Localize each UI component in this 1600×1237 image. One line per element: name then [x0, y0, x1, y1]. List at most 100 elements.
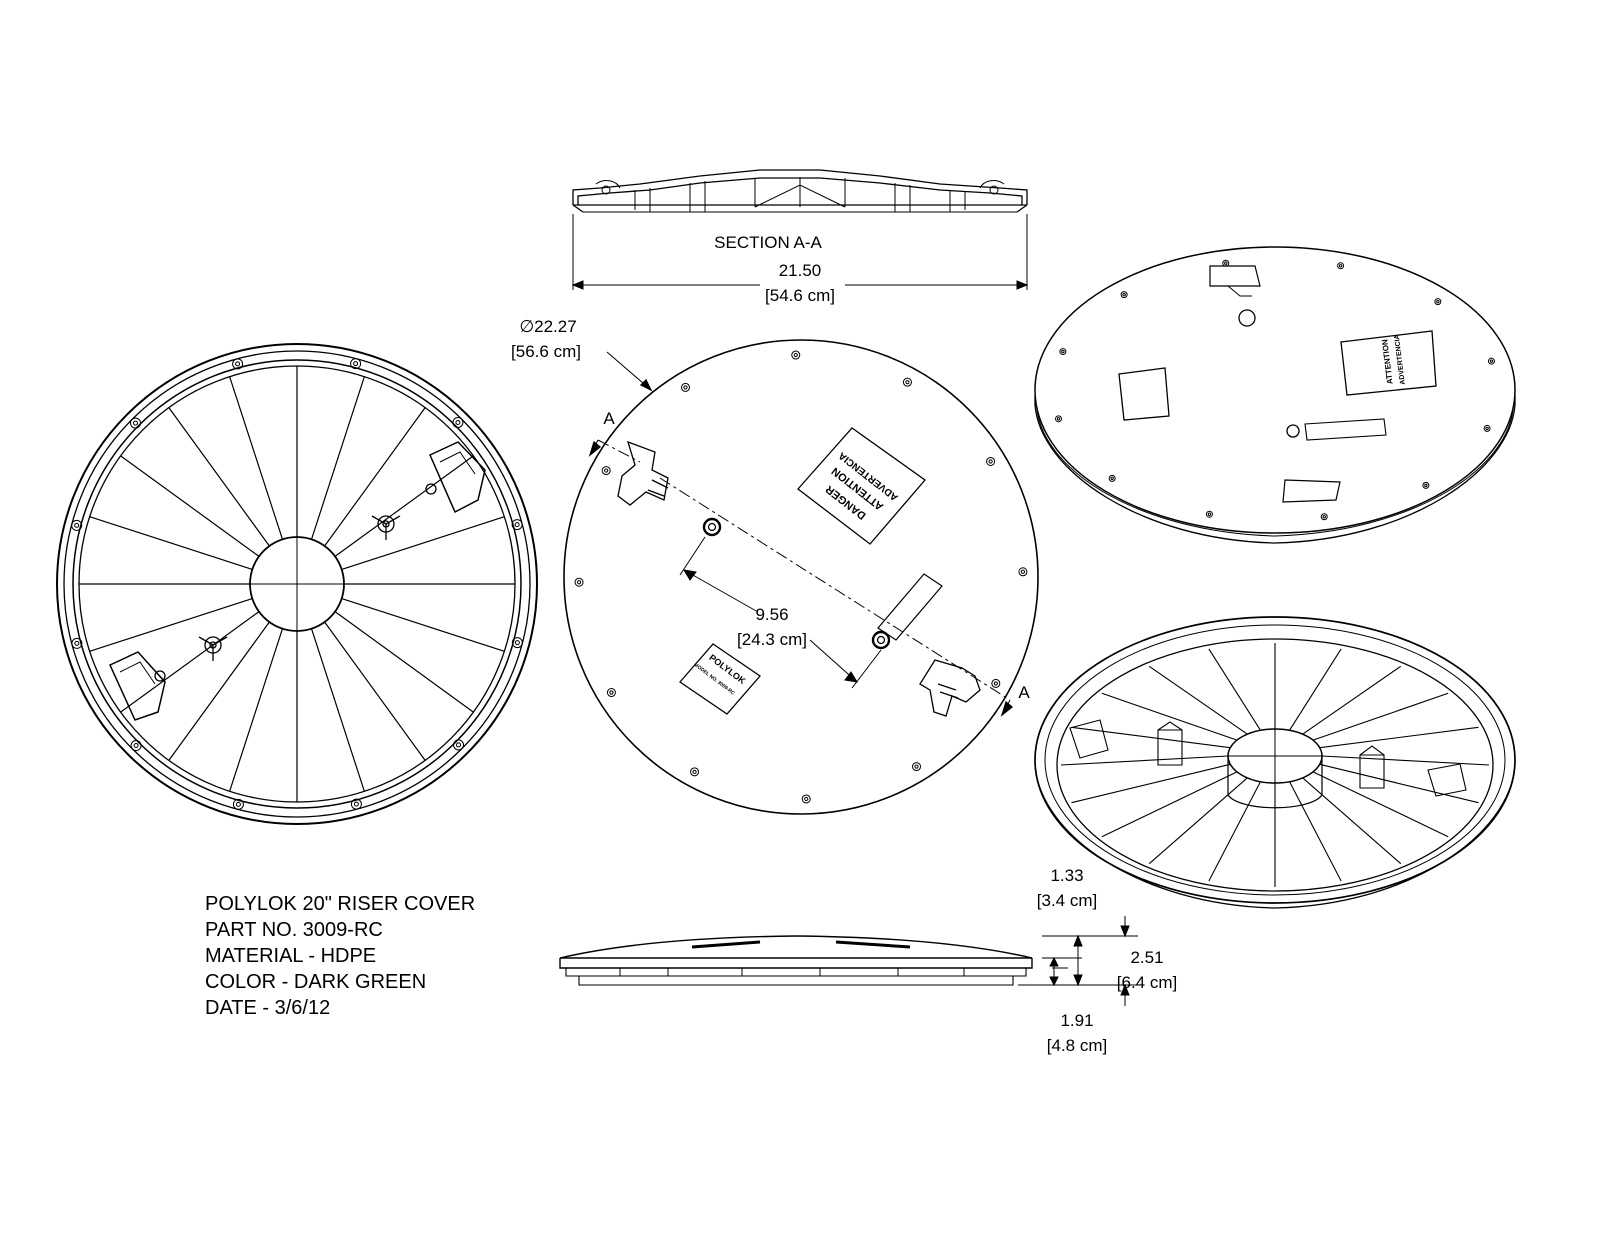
bolt-icon [129, 417, 141, 429]
rib [341, 597, 505, 652]
bolt-icon [680, 382, 690, 392]
rib [1289, 781, 1342, 882]
rib [324, 407, 426, 547]
bolt-icon [1322, 515, 1326, 519]
total-height-value: 2.51 [1130, 948, 1163, 967]
rib [168, 621, 270, 761]
bolt-icon [514, 640, 520, 646]
title-line-1: POLYLOK 20" RISER COVER [205, 893, 475, 915]
rib [1060, 755, 1229, 766]
bolt-icon [455, 419, 461, 425]
iso-label-attention: ATTENTION [1380, 339, 1394, 385]
bolt-icon [609, 690, 614, 695]
bolt-icon [1338, 264, 1343, 268]
bolt-icon [1337, 262, 1345, 270]
bolt-icon [1020, 569, 1026, 574]
bolt-icon [801, 794, 811, 804]
bolt-icon [1320, 513, 1328, 521]
rib [341, 516, 505, 571]
bolt-icon [511, 637, 523, 649]
rib [1148, 777, 1248, 865]
bolt-icon [1483, 424, 1491, 432]
bolt-icon [791, 350, 801, 360]
bolt-icon [902, 377, 912, 387]
rib [1208, 781, 1261, 882]
bolt-icon [74, 522, 80, 528]
bolt-icon [235, 801, 241, 807]
rib [168, 407, 270, 547]
bolt-icon [1222, 259, 1230, 267]
bolt-icon [991, 678, 1001, 688]
bolt-icon [456, 742, 462, 748]
bolt-icon [133, 743, 139, 749]
rib [334, 455, 474, 557]
top-height-metric: [3.4 cm] [1037, 891, 1097, 910]
top-height-value: 1.33 [1050, 866, 1083, 885]
rib [1071, 726, 1231, 749]
title-line-5: DATE - 3/6/12 [205, 997, 330, 1019]
handle-right [919, 659, 981, 717]
isometric-bottom-view [1034, 616, 1516, 909]
rib [1312, 692, 1449, 741]
bolt-icon [235, 361, 241, 367]
rib [1312, 771, 1449, 838]
rim-height-metric: [4.8 cm] [1047, 1036, 1107, 1055]
rib [1321, 755, 1490, 766]
rib [89, 516, 253, 571]
rib [310, 628, 365, 792]
bolt-icon [1061, 349, 1065, 354]
bolt-icon [690, 767, 700, 777]
bolt-icon [1108, 474, 1116, 482]
rib [1319, 763, 1479, 804]
bolt-icon [1489, 359, 1494, 363]
rib [89, 597, 253, 652]
section-marker-top: A [603, 409, 615, 428]
rib [334, 611, 474, 713]
section-a-a-view [572, 169, 1028, 213]
bolt-icon [353, 361, 359, 367]
bolt-icon [1436, 299, 1440, 304]
bolt-icon [912, 762, 922, 772]
bolt-icon [232, 798, 244, 810]
bolt-icon [576, 580, 582, 585]
bolt-icon [1059, 348, 1067, 356]
isometric-top-view [1034, 246, 1516, 544]
bolt-icon [514, 522, 520, 528]
rib [229, 376, 284, 540]
width-metric: [54.6 cm] [765, 286, 835, 305]
bolt-icon [574, 577, 584, 587]
bolt-icon [1422, 481, 1430, 489]
bolt-icon [1487, 357, 1495, 365]
bolt-icon [793, 352, 798, 358]
section-title: SECTION A-A [714, 233, 822, 252]
width-value: 21.50 [779, 261, 822, 280]
total-height-metric: [6.4 cm] [1117, 973, 1177, 992]
rib [1148, 665, 1248, 735]
bolt-icon [132, 420, 138, 426]
bolt-icon [914, 764, 919, 769]
rib [120, 455, 260, 557]
rib [1101, 692, 1238, 741]
diameter-metric: [56.6 cm] [511, 342, 581, 361]
bolt-icon [1207, 512, 1212, 516]
bolt-icon [692, 769, 697, 774]
rib [1101, 771, 1238, 838]
title-line-4: COLOR - DARK GREEN [205, 971, 426, 993]
bolt-icon [74, 640, 80, 646]
bolt-icon [71, 519, 83, 531]
handle-spacing-value: 9.56 [755, 605, 788, 624]
bolt-icon [993, 681, 998, 686]
height-dimensions [1018, 916, 1138, 1006]
bolt-icon [350, 798, 362, 810]
bolt-icon [905, 380, 910, 385]
rib [324, 621, 426, 761]
bolt-icon [350, 358, 362, 370]
bolt-icon [606, 688, 616, 698]
rib [1289, 648, 1342, 731]
rib [229, 628, 284, 792]
title-line-3: MATERIAL - HDPE [205, 945, 376, 967]
bolt-icon [453, 739, 465, 751]
bolt-icon [71, 637, 83, 649]
bolt-icon [1120, 291, 1128, 299]
